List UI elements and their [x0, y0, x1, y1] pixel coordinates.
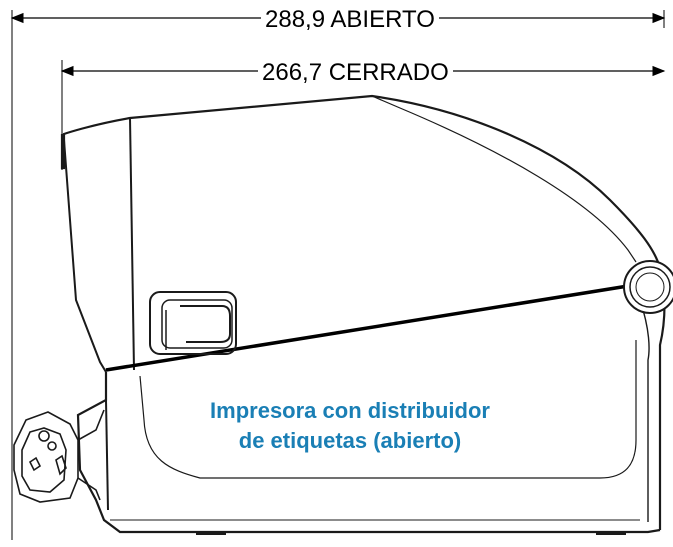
dimension-closed-label: 266,7 CERRADO: [258, 59, 453, 87]
cover-seam: [105, 284, 629, 372]
dimension-open-label: 288,9 ABIERTO: [261, 6, 439, 34]
printer-caption: Impresora con distribuidor de etiquetas …: [200, 396, 500, 456]
caption-line-1: Impresora con distribuidor: [210, 398, 490, 423]
release-latch-icon: [149, 291, 237, 355]
dimension-open: [10, 10, 666, 540]
label-dispenser-icon: [13, 409, 105, 503]
printer-feet: [196, 531, 626, 535]
caption-line-2: de etiquetas (abierto): [238, 428, 462, 453]
rear-knob-icon: [623, 260, 673, 314]
printer-body: [60, 94, 666, 534]
